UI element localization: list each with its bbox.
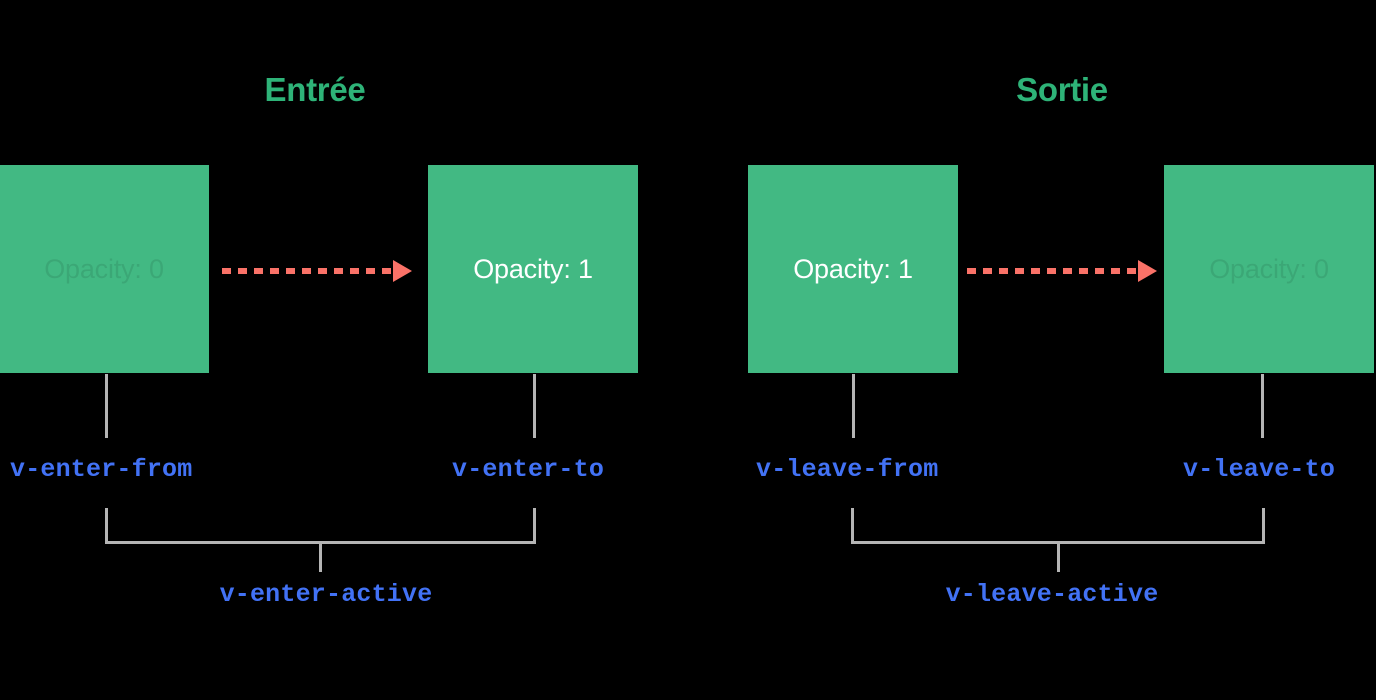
arrow-head-icon [393, 260, 412, 282]
state-box-enter-from: Opacity: 0 [0, 165, 209, 373]
class-label-v-leave-from: v-leave-from [756, 455, 939, 484]
state-box-enter-to: Opacity: 1 [428, 165, 638, 373]
connector-stem-leave-to [1261, 374, 1264, 438]
state-box-leave-to: Opacity: 0 [1164, 165, 1374, 373]
state-box-leave-to-label: Opacity: 0 [1209, 253, 1329, 284]
connector-stem-leave-from [852, 374, 855, 438]
connector-stem-enter-from [105, 374, 108, 438]
bracket-stem-icon [319, 544, 322, 572]
bracket-stem-icon [1056, 544, 1060, 572]
class-label-v-leave-active: v-leave-active [945, 580, 1159, 609]
transition-arrow-leave [967, 260, 1157, 282]
class-label-v-enter-active: v-enter-active [219, 580, 433, 609]
class-label-v-leave-to: v-leave-to [1183, 455, 1336, 484]
transition-arrow-enter [222, 260, 412, 282]
arrow-shaft-icon [222, 268, 394, 274]
state-box-enter-to-label: Opacity: 1 [473, 253, 593, 284]
arrow-head-icon [1138, 260, 1157, 282]
state-box-leave-from: Opacity: 1 [748, 165, 958, 373]
section-title-leave: Sortie [1016, 71, 1108, 108]
state-box-enter-from-label: Opacity: 0 [44, 253, 164, 284]
active-bracket-enter [105, 508, 536, 572]
arrow-shaft-icon [967, 268, 1139, 274]
state-box-leave-from-label: Opacity: 1 [793, 253, 913, 284]
section-title-enter: Entrée [264, 71, 366, 108]
connector-stem-enter-to [533, 374, 536, 438]
class-label-v-enter-from: v-enter-from [10, 455, 193, 484]
class-label-v-enter-to: v-enter-to [452, 455, 605, 484]
active-bracket-leave [851, 508, 1265, 572]
